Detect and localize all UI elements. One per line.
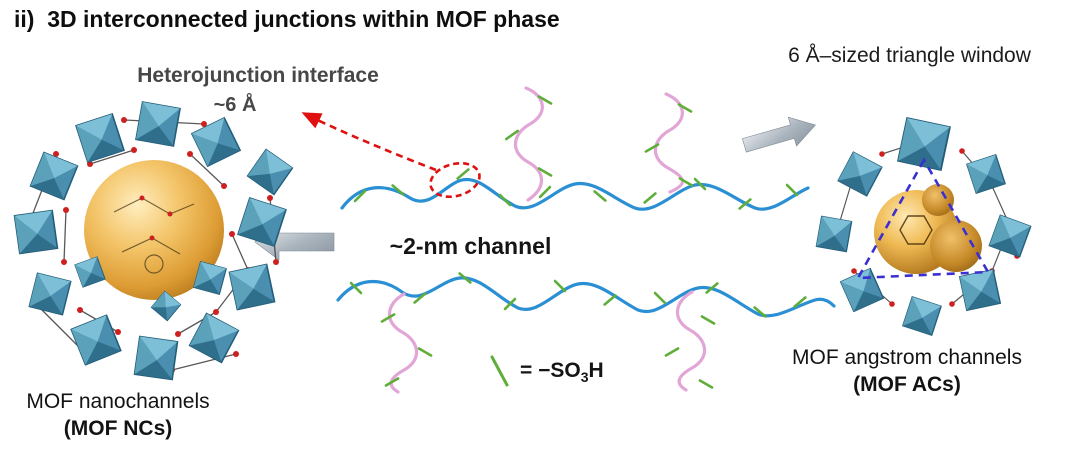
legend-sulfonic: = −SO3H [488, 352, 604, 390]
heterojunction-arrow [301, 112, 437, 172]
mof-nc-cluster [13, 101, 294, 381]
mof-ac-caption-line1: MOF angstrom channels [792, 346, 1022, 369]
mof-ac-caption: MOF angstrom channels (MOF ACs) [772, 344, 1042, 398]
gold-nanoparticle-small [930, 220, 982, 272]
triangle-window-outline [855, 157, 991, 280]
legend-subscript: 3 [580, 369, 589, 385]
legend-sulfonic-text: = −SO3H [520, 359, 604, 385]
mof-nc-front-dots [139, 195, 173, 241]
gold-nanoparticle-large [84, 160, 224, 300]
mof-nc-caption-line2: (MOF NCs) [63, 417, 173, 440]
heterojunction-label: Heterojunction interface [137, 64, 379, 87]
interface-size-label: ~6 Å [213, 94, 257, 116]
mof-ac-cluster [815, 117, 1032, 336]
sulfonic-group-ticks [349, 95, 807, 389]
mof-nc-caption-line1: MOF nanochannels [26, 390, 210, 413]
mof-nc-caption: MOF nanochannels (MOF NCs) [8, 388, 228, 442]
legend-suffix: H [588, 359, 604, 382]
polymer-channel-chains [336, 177, 836, 318]
mof-ac-caption-line2: (MOF ACs) [853, 373, 961, 396]
sulfonic-tick-icon [490, 355, 509, 387]
figure-title: ii) 3D interconnected junctions within M… [14, 6, 560, 32]
channel-size-label: ~2-nm channel [389, 233, 552, 259]
mof-ac-linker-hexagon [899, 215, 933, 245]
gold-nanoparticle-tiny [922, 184, 954, 216]
heterojunction-ellipse [429, 161, 481, 199]
arrow-right-icon [742, 116, 816, 153]
legend-prefix: = −SO [520, 359, 581, 382]
channel-chain-bottom [336, 276, 836, 318]
channel-chain-top [340, 177, 810, 211]
triangle-window-label: 6 Å–sized triangle window [788, 44, 1031, 67]
